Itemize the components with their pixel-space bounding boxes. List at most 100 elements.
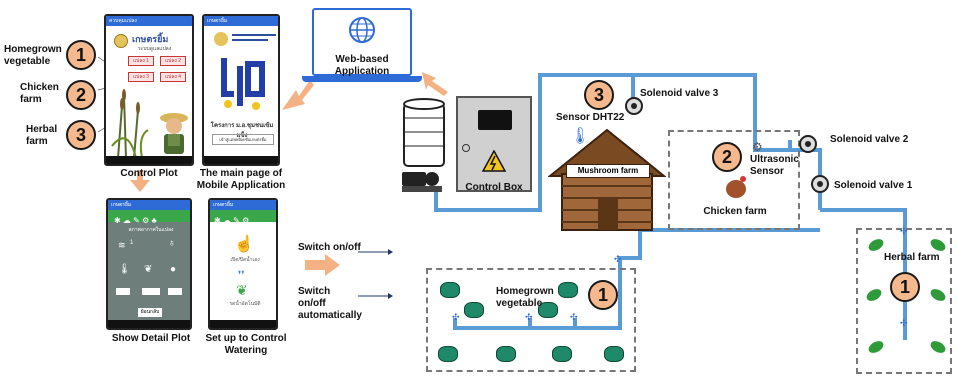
mushroom-house [548,128,666,231]
sprinkler-icon: ✣ [570,312,578,322]
cabbage-icon [438,346,458,362]
label-control-box: Control Box [465,182,523,193]
tab-icons[interactable]: ✱ ☁ ✎ ⚙ [214,216,250,225]
sprinkler-icon: ✣ [452,312,460,322]
chicken-farm-area [668,130,800,230]
phone-main-page: เกษตรยิ้ม โครงการ ม.อ.ชุมชนเข้มแข็ง เข้า… [202,14,280,166]
pipe-main [434,73,635,212]
badge-homegrown-site: 1 [588,280,618,310]
badge-mushroom: 3 [584,80,614,110]
sprinkler-icon: ✣ [900,226,908,236]
temp-value-box [116,288,130,295]
arrow-switch [305,254,340,276]
arrow-control-down [130,170,150,192]
cabbage-icon [604,346,624,362]
water-drop-icon: ● [170,264,177,275]
nav-bar [106,156,192,164]
tap-hand-icon[interactable]: ☝ [234,236,254,253]
label-mushroom-farm: Mushroom farm [566,164,650,178]
app-header: เกษตรยิ้ม [108,200,190,210]
label-solenoid-2: Solenoid valve 2 [830,134,909,145]
badge-herbal: 3 [66,120,96,150]
label-homegrown-vegetable: Homegrown vegetable [496,286,554,309]
header-line [232,34,276,36]
label-chicken-farm: Chicken farm [703,206,767,217]
label-sensor-dht22: Sensor DHT22 [556,112,625,123]
label-solenoid-1: Solenoid valve 1 [834,180,913,191]
control-box [456,96,532,192]
cabbage-icon [552,346,572,362]
lock-icon [462,144,470,152]
weather-icon[interactable]: ✱ ☁ ✎ ⚙ ♣ [114,216,157,225]
label-switch-auto: Switch on/off automatically [298,286,362,321]
caption-control-plot: Control Plot [120,168,178,179]
badge-chicken-farm: 2 [712,142,742,172]
badge-herbal-site: 1 [890,272,920,302]
caption-setup-watering: Set up to Control Watering [205,333,287,356]
reeds-farmer-illustration [111,89,188,158]
arrowhead-auto [388,293,393,299]
laptop-screen: Web-based Application [312,8,412,77]
plot-3-button[interactable]: แปลง 3 [128,72,154,82]
app-header: เกษตรยิ้ม [210,200,276,210]
phone-control-watering: เกษตรยิ้ม ✱ ☁ ✎ ⚙ ☝ เปิด/ปิดน้ำเอง ❜❜ ❦ … [208,198,278,330]
caption-main-page: The main page of Mobile Application [196,168,286,191]
arrowhead-onoff [388,249,393,255]
solenoid-valve-2-icon [799,135,817,153]
back-button[interactable]: ย้อนกลับ [138,308,162,317]
project-name: โครงการ ม.อ.ชุมชนเข้มแข็ง [210,123,274,139]
status-title: สภาพอากาศในแปลง [128,227,174,233]
sprinkler-icon: ✣ [900,318,908,328]
badge-homegrown: 1 [66,40,96,70]
cabbage-icon [440,282,460,298]
solenoid-valve-1-icon [811,175,829,193]
university-logo-icon [214,32,228,46]
app-title: เกษตรยิ้ม [132,34,169,44]
plot-2-button[interactable]: แปลง 2 [160,56,186,66]
app-logo-icon [221,58,265,110]
level-value: 1 [130,240,134,246]
label-herbal-farm: Herbal farm [884,252,940,263]
display-screen [478,110,512,130]
sprinkler-icon: ✣ [614,254,622,264]
sprout-icon[interactable]: ❦ [236,282,248,298]
web-app-label: Web-based Application [334,54,390,77]
plot-1-button[interactable]: แปลง 1 [128,56,154,66]
phone-detail-plot: เกษตรยิ้ม ✱ ☁ ✎ ⚙ ♣ สภาพอากาศในแปลง ≋ 1 … [106,198,192,330]
label-chicken: Chicken farm [20,82,59,105]
label-solenoid-3: Solenoid valve 3 [640,88,719,99]
homegrown-area [426,268,636,372]
app-subtitle: ระบบดูแลแปลง [138,46,172,52]
arrow-app-web [282,80,314,110]
sprinkler-icon: ✣ [525,312,533,322]
cabbage-icon [538,302,558,318]
auto-label: รดน้ำอัตโนมัติ [229,301,261,307]
cabbage-icon [464,302,484,318]
label-switch-onoff: Switch on/off [298,242,361,253]
cabbage-icon [558,282,578,298]
tab-bar: ✱ ☁ ✎ ⚙ ♣ [108,210,190,225]
app-header: เกษตรยิ้ม [204,16,278,26]
label-homegrown: Homegrown vegetable [4,44,62,67]
soil-value-box [142,288,160,295]
label-ultrasonic: Ultrasonic Sensor [750,154,799,177]
high-voltage-icon [482,150,506,172]
solenoid-valve-3-icon [625,97,643,115]
plant-icon: ❦ [144,264,153,275]
label-herbal: Herbal farm [26,124,58,147]
plot-4-button[interactable]: แปลง 4 [160,72,186,82]
bulb-icon: ♁ [168,238,176,249]
laptop-base [302,76,422,82]
ultrasonic-sensor-icon: ⚙ [752,140,763,154]
herbal-area [856,228,952,374]
globe-icon [349,17,375,43]
manual-label: เปิด/ปิดน้ำเอง [230,257,260,263]
enter-app-button[interactable]: เข้าสู่แอพพลิเคชั่นเกษตรยิ้ม [212,134,274,145]
cabbage-icon [496,346,516,362]
badge-chicken: 2 [66,80,96,110]
arrow-web-box [422,72,448,96]
water-tank-icon [402,98,445,192]
pipe-chicken [755,140,792,152]
phone-control-plot: ควบคุมแปลง เกษตรยิ้ม ระบบดูแลแปลง แปลง 1… [104,14,194,166]
nav-bar [204,156,278,164]
